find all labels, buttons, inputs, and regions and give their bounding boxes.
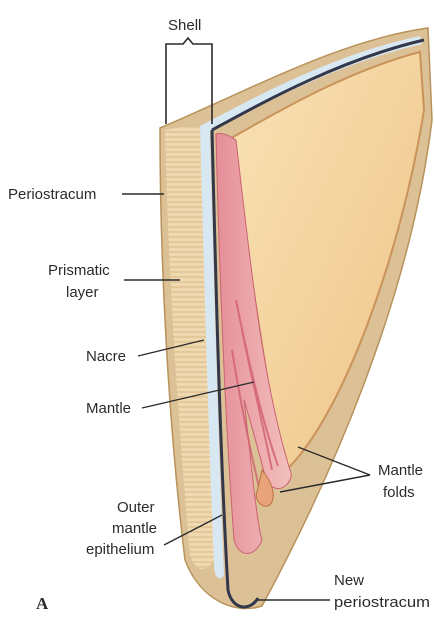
label-new-periostracum-line2: periostracum (334, 594, 430, 611)
label-nacre: Nacre (86, 348, 126, 365)
label-periostracum: Periostracum (8, 186, 96, 203)
label-new-periostracum-line1: New (334, 572, 364, 589)
label-mantle-folds-line1: Mantle (378, 462, 423, 479)
label-mantle: Mantle (86, 400, 131, 417)
panel-letter: A (36, 594, 49, 613)
label-outer-line2: mantle (112, 520, 157, 537)
label-prismatic-line2: layer (66, 284, 99, 301)
label-outer-line1: Outer (117, 499, 155, 516)
label-prismatic-line1: Prismatic (48, 262, 110, 279)
label-mantle-folds-line2: folds (383, 484, 415, 501)
label-outer-line3: epithelium (86, 541, 154, 558)
label-shell: Shell (168, 17, 201, 34)
